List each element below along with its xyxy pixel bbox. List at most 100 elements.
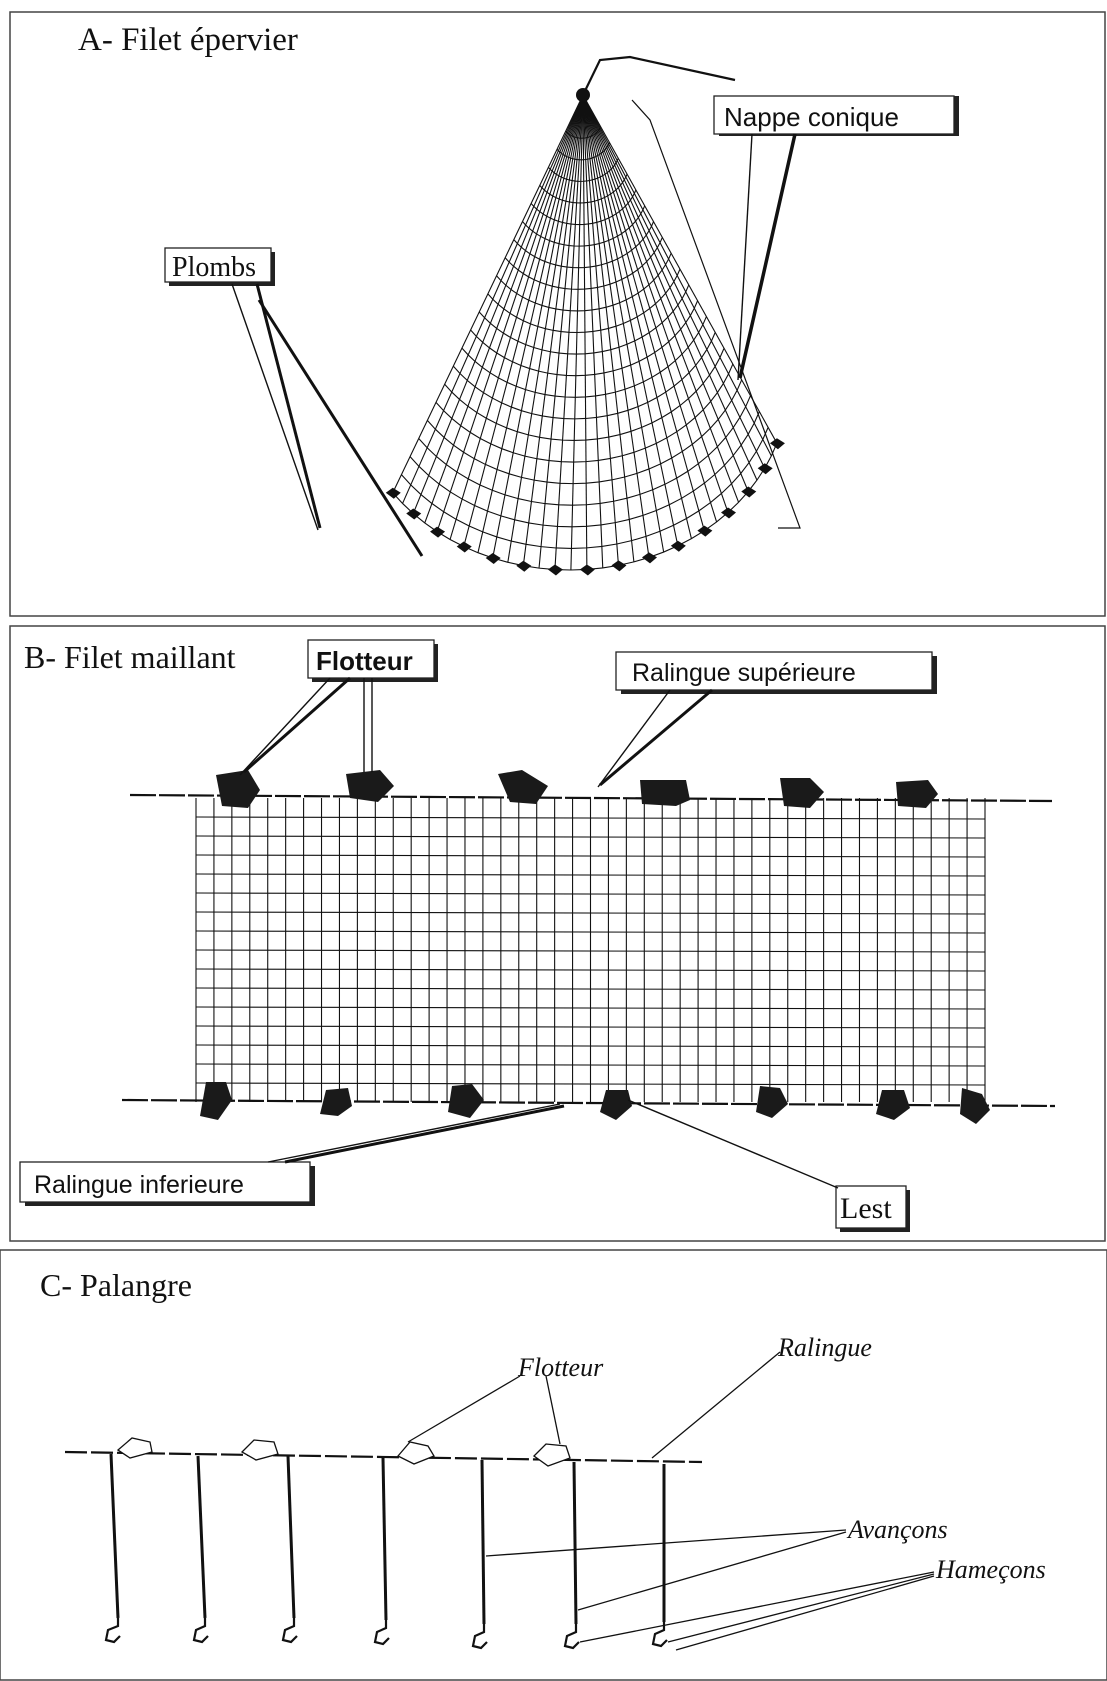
- branch-line: [373, 1457, 390, 1646]
- net-parallel: [522, 205, 646, 247]
- flotteur-label-text: Flotteur: [316, 646, 413, 676]
- lead-sinker: [385, 487, 401, 499]
- float: [216, 770, 260, 808]
- avancons-label: Avançons: [846, 1515, 948, 1544]
- net-parallel: [461, 316, 707, 398]
- branch-line: [563, 1461, 580, 1650]
- lead-sinker: [547, 564, 563, 576]
- gill-net-mesh: [195, 798, 986, 1102]
- sinker: [876, 1090, 910, 1120]
- ralingue-inf-leader-2: [284, 1104, 565, 1164]
- mesh-horizontal: [195, 1063, 986, 1067]
- hook: [104, 1618, 121, 1644]
- net-parallel: [418, 395, 751, 506]
- lest-label-text: Lest: [840, 1192, 892, 1225]
- hamecons-label: Hameçons: [935, 1555, 1046, 1584]
- net-parallel: [426, 379, 743, 485]
- mesh-horizontal: [195, 911, 986, 915]
- longline-floats: [116, 1437, 571, 1467]
- net-parallel: [539, 173, 628, 204]
- net-parallel: [573, 110, 593, 118]
- mesh-horizontal: [195, 854, 986, 858]
- flotteur-label: Flotteur: [307, 639, 438, 682]
- sinker: [448, 1084, 484, 1118]
- lead-sinker: [769, 438, 785, 450]
- floats-row: [216, 770, 938, 808]
- plombs-label-text: Plombs: [172, 252, 256, 283]
- plombs-leader-1: [231, 283, 319, 531]
- panel-c-frame: [0, 1249, 1107, 1681]
- sinker: [600, 1090, 632, 1120]
- net-parallel: [513, 221, 655, 269]
- avancons-leader-1: [485, 1529, 847, 1557]
- lead-sinker: [430, 526, 446, 538]
- net-parallel: [565, 126, 602, 139]
- nappe-leader-1: [737, 133, 753, 381]
- float: [396, 1441, 435, 1465]
- lest-leader: [627, 1099, 839, 1189]
- sinkers-row: [200, 1082, 990, 1124]
- plombs-label: Plombs: [164, 247, 275, 286]
- lead-sinker: [697, 525, 713, 537]
- footrope: [121, 1098, 1056, 1108]
- float: [346, 770, 394, 802]
- sinker: [960, 1088, 990, 1124]
- mesh-horizontal: [195, 873, 986, 877]
- mesh-horizontal: [195, 892, 986, 896]
- branch-lines: [104, 1453, 668, 1650]
- ralingue-inf-leader-1: [267, 1103, 561, 1163]
- net-parallel: [504, 237, 663, 290]
- mesh-horizontal: [195, 949, 986, 953]
- net-apex: [576, 88, 590, 102]
- net-parallel: [470, 300, 699, 377]
- float: [240, 1439, 279, 1461]
- mesh-horizontal: [195, 930, 986, 934]
- panel-b-gill-net: B- Filet maillant Flotteur: [9, 625, 1106, 1242]
- net-parallel: [478, 284, 690, 355]
- sinker: [320, 1088, 352, 1116]
- hamecons-leader-3: [675, 1575, 935, 1651]
- net-parallel: [409, 411, 760, 528]
- net-parallel: [392, 442, 778, 571]
- net-parallel: [444, 348, 725, 442]
- mesh-horizontal: [195, 968, 986, 972]
- hook: [471, 1624, 488, 1650]
- flotteur-leader-1: [239, 677, 331, 776]
- mesh-horizontal: [195, 1044, 986, 1048]
- panel-b-frame: [9, 625, 1106, 1242]
- ralingue-superieure-label-text: Ralingue supérieure: [632, 659, 856, 687]
- longline-flotteur-leader-1: [407, 1375, 521, 1443]
- branch-line: [651, 1464, 668, 1648]
- longline-flotteur-leader-2: [545, 1375, 561, 1445]
- panel-b-title: B- Filet maillant: [24, 639, 236, 675]
- net-parallel: [487, 268, 681, 334]
- float: [116, 1437, 153, 1459]
- hook: [373, 1620, 390, 1646]
- net-parallel: [496, 253, 672, 312]
- net-parallel: [556, 142, 610, 161]
- plombs-leader-2: [255, 283, 322, 529]
- net-parallel: [548, 158, 619, 182]
- ralingue-inferieure-label-text: Ralingue inferieure: [34, 1171, 244, 1199]
- longline-ralingue-label: Ralingue: [777, 1333, 872, 1362]
- float: [498, 770, 548, 804]
- lead-sinker: [485, 552, 501, 564]
- sinker: [200, 1082, 232, 1120]
- lest-label: Lest: [835, 1185, 910, 1232]
- lead-sinker: [406, 508, 422, 520]
- hook: [192, 1618, 209, 1644]
- lead-sinker: [641, 552, 657, 564]
- longline-ralingue-leader: [651, 1351, 781, 1459]
- hook: [651, 1622, 668, 1648]
- panel-c-longline: C- Palangre: [0, 1249, 1107, 1681]
- flotteur-leader-2: [243, 676, 351, 774]
- lead-sinker: [579, 564, 595, 576]
- lead-sinker: [670, 540, 686, 552]
- branch-line: [471, 1459, 488, 1650]
- ralingue-superieure-label: Ralingue supérieure: [615, 651, 937, 694]
- panel-a-title: A- Filet épervier: [78, 22, 298, 58]
- mesh-horizontal: [195, 987, 986, 991]
- nappe-outline-line: [631, 99, 801, 529]
- net-parallel: [401, 427, 769, 549]
